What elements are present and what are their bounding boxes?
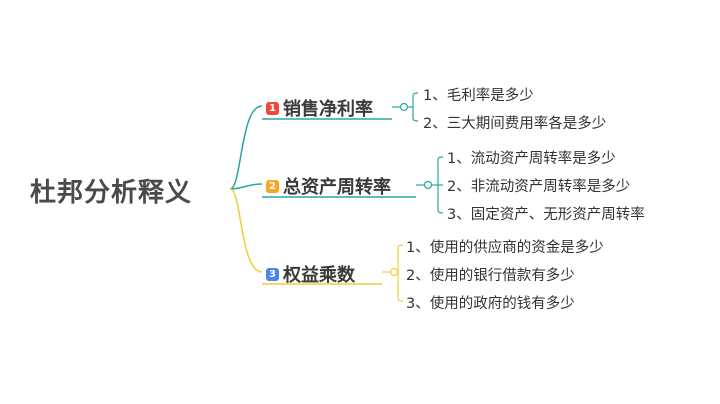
- branch2-bracket: [432, 156, 444, 214]
- branch1-bracket: [408, 92, 419, 122]
- priority-2-badge: 2: [266, 179, 279, 193]
- leaf-item[interactable]: 1、流动资产周转率是多少: [447, 151, 616, 167]
- leaf-item[interactable]: 3、固定资产、无形资产周转率: [447, 207, 645, 223]
- branch-net-profit-margin[interactable]: 1 销售净利率: [266, 95, 373, 121]
- root-topic[interactable]: 杜邦分析释义: [30, 178, 193, 208]
- branch1-collapse-toggle[interactable]: [399, 102, 409, 112]
- connector-root-branch1: [229, 105, 263, 190]
- leaf-item[interactable]: 2、使用的银行借款有多少: [406, 268, 575, 284]
- branch3-bracket: [397, 244, 404, 302]
- priority-1-badge: 1: [266, 101, 279, 115]
- branch-total-asset-turnover[interactable]: 2 总资产周转率: [266, 173, 391, 199]
- branch3-collapse-toggle[interactable]: [389, 267, 399, 277]
- connector-root-branch3: [229, 188, 263, 273]
- priority-3-badge: 3: [266, 267, 279, 281]
- branch-equity-multiplier[interactable]: 3 权益乘数: [266, 261, 355, 287]
- leaf-item[interactable]: 1、毛利率是多少: [423, 88, 534, 104]
- branch-label: 总资产周转率: [283, 177, 391, 198]
- leaf-item[interactable]: 1、使用的供应商的资金是多少: [406, 240, 604, 256]
- leaf-item[interactable]: 3、使用的政府的钱有多少: [406, 296, 575, 312]
- leaf-item[interactable]: 2、三大期间费用率各是多少: [423, 116, 607, 132]
- connector-root-branch2: [229, 183, 263, 190]
- branch-label: 销售净利率: [283, 99, 373, 120]
- leaf-item[interactable]: 2、非流动资产周转率是多少: [447, 179, 631, 195]
- branch2-collapse-toggle[interactable]: [423, 180, 433, 190]
- branch-label: 权益乘数: [283, 265, 355, 286]
